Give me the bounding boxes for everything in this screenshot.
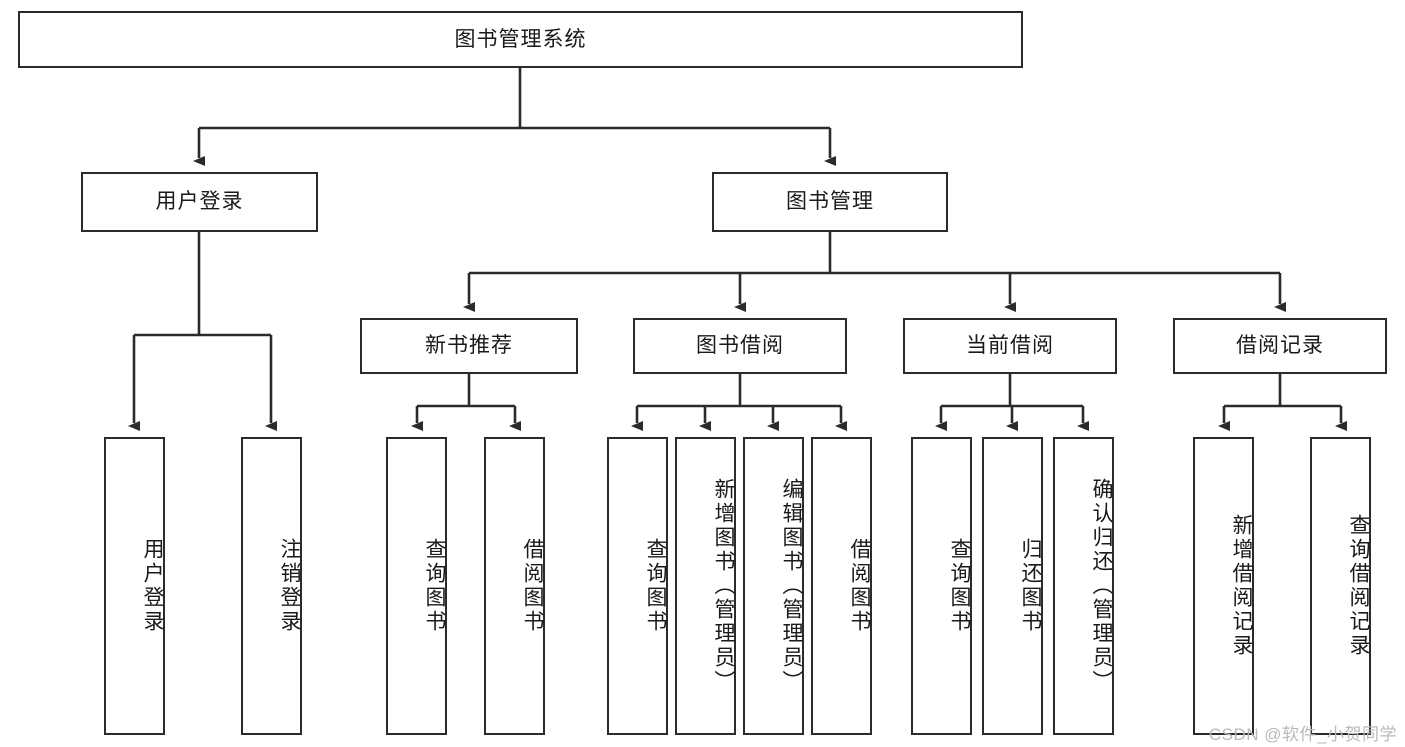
leaf-query-book-recommendation[interactable]: 查询图书: [386, 437, 447, 735]
csdn-watermark: CSDN @软件_小贺同学: [1208, 725, 1397, 744]
leaf-query-borrow-record[interactable]: 查询借阅记录: [1310, 437, 1371, 735]
node-label: 图书管理系统: [454, 27, 587, 51]
node-label: 借阅图书: [521, 538, 544, 634]
leaf-query-book-borrow[interactable]: 查询图书: [607, 437, 668, 735]
node-borrow-record[interactable]: 借阅记录: [1173, 318, 1387, 374]
node-label: 新书推荐: [425, 334, 513, 358]
node-user-login[interactable]: 用户登录: [81, 172, 318, 232]
node-label: 查询图书: [423, 538, 446, 634]
leaf-borrow-book-recommendation[interactable]: 借阅图书: [484, 437, 545, 735]
node-label: 新增借阅记录: [1230, 514, 1253, 658]
node-label: 借阅记录: [1236, 334, 1324, 358]
node-label: 查询图书: [644, 538, 667, 634]
node-label: 查询图书: [948, 538, 971, 634]
node-label: 当前借阅: [966, 334, 1054, 358]
node-book-borrow[interactable]: 图书借阅: [633, 318, 847, 374]
node-book-management[interactable]: 图书管理: [712, 172, 948, 232]
leaf-borrow-book[interactable]: 借阅图书: [811, 437, 872, 735]
leaf-user-login[interactable]: 用户登录: [104, 437, 165, 735]
leaf-logout[interactable]: 注销登录: [241, 437, 302, 735]
node-label: 图书借阅: [696, 334, 784, 358]
node-root-system[interactable]: 图书管理系统: [18, 11, 1023, 68]
node-label: 确认归还（管理员）: [1090, 478, 1113, 694]
node-label: 用户登录: [141, 538, 164, 634]
leaf-return-book[interactable]: 归还图书: [982, 437, 1043, 735]
leaf-add-borrow-record[interactable]: 新增借阅记录: [1193, 437, 1254, 735]
node-current-borrow[interactable]: 当前借阅: [903, 318, 1117, 374]
node-label: 图书管理: [786, 190, 874, 214]
node-new-book-recommendation[interactable]: 新书推荐: [360, 318, 578, 374]
node-label: 注销登录: [278, 538, 301, 634]
node-label: 用户登录: [155, 190, 244, 214]
leaf-edit-book-admin[interactable]: 编辑图书（管理员）: [743, 437, 804, 735]
leaf-query-book-current[interactable]: 查询图书: [911, 437, 972, 735]
node-label: 归还图书: [1019, 538, 1042, 634]
node-label: 新增图书（管理员）: [712, 478, 735, 694]
node-label: 查询借阅记录: [1347, 514, 1370, 658]
leaf-add-book-admin[interactable]: 新增图书（管理员）: [675, 437, 736, 735]
node-label: 编辑图书（管理员）: [780, 478, 803, 694]
leaf-confirm-return-admin[interactable]: 确认归还（管理员）: [1053, 437, 1114, 735]
node-label: 借阅图书: [848, 538, 871, 634]
